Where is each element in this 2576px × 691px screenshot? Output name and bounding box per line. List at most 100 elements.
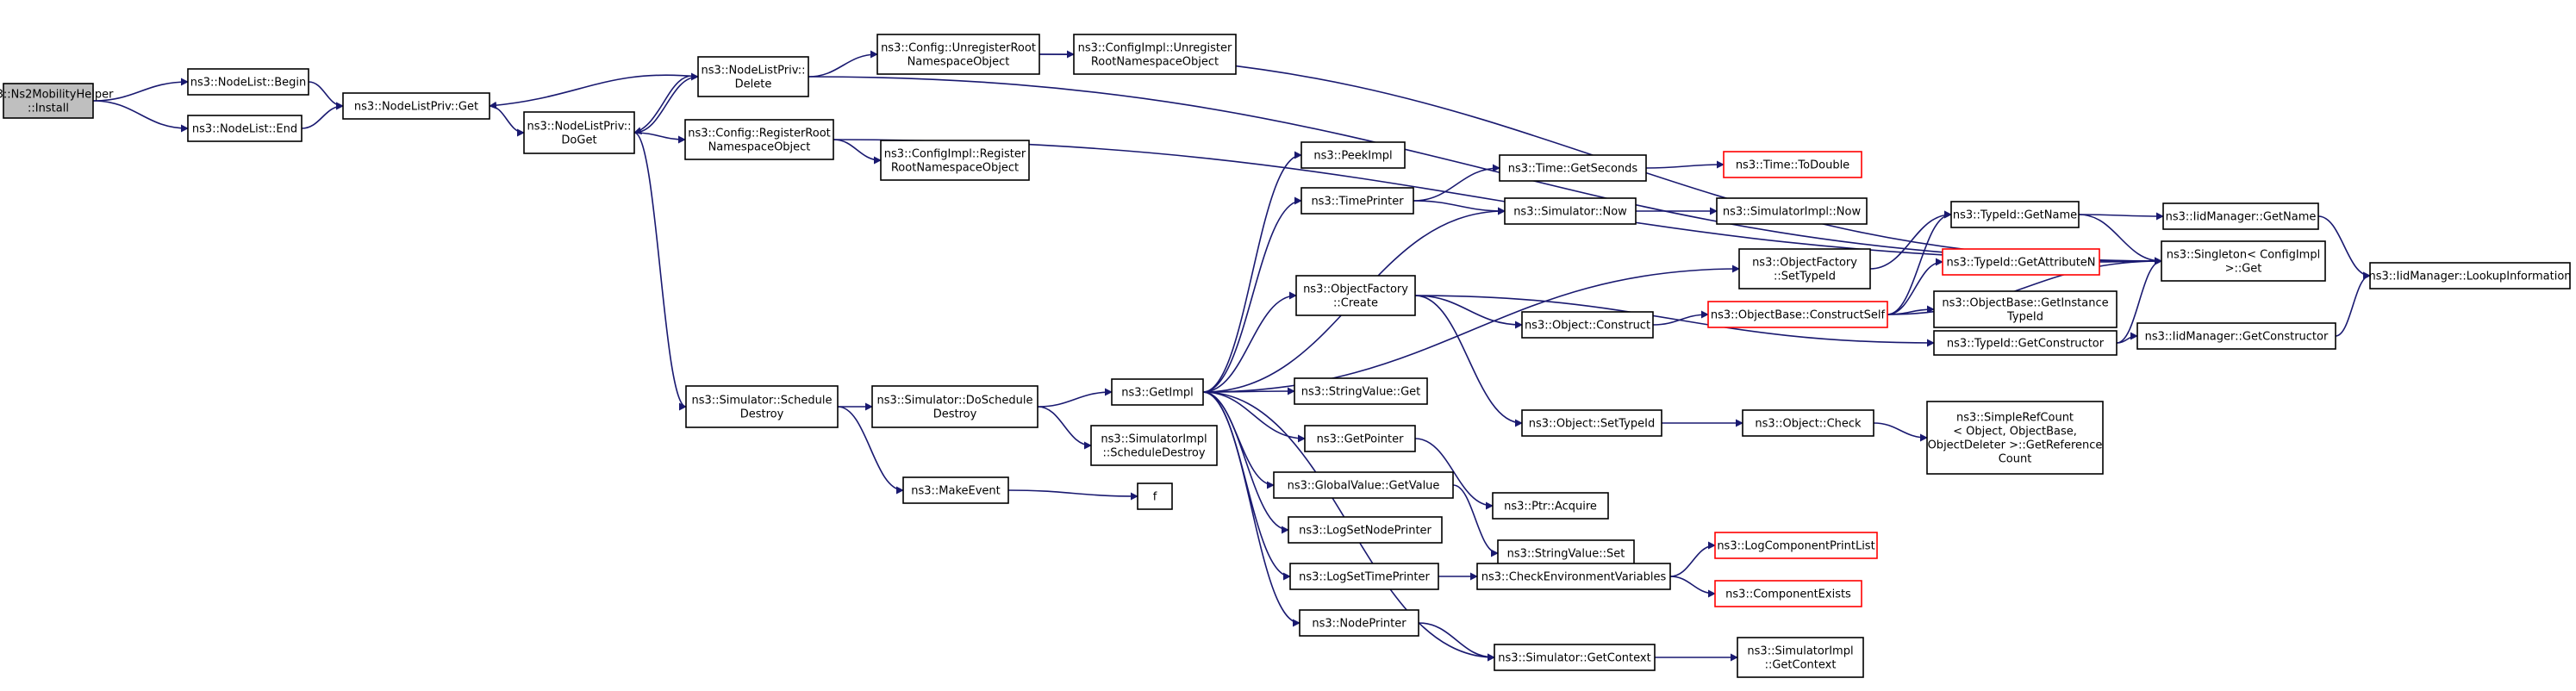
node-n22[interactable]: ns3::LogSetNodePrinter xyxy=(1288,516,1443,544)
node-n33[interactable]: ns3::TypeId::GetName xyxy=(1950,201,2080,228)
node-box[interactable] xyxy=(1304,425,1416,452)
node-box[interactable] xyxy=(697,56,809,97)
node-box[interactable] xyxy=(1742,409,1874,437)
node-box[interactable] xyxy=(187,68,309,96)
node-n34[interactable]: ns3::TypeId::GetAttributeN xyxy=(1942,248,2100,276)
node-box[interactable] xyxy=(1300,187,1414,215)
node-n40[interactable]: ns3::StringValue::Set xyxy=(1497,539,1635,567)
node-box[interactable] xyxy=(1137,482,1173,510)
node-box[interactable] xyxy=(1288,516,1443,544)
node-box[interactable] xyxy=(1521,311,1654,339)
node-n1[interactable]: ns3::NodeList::Begin xyxy=(187,68,309,96)
node-box[interactable] xyxy=(1300,141,1406,169)
node-box[interactable] xyxy=(1497,539,1635,567)
node-n14[interactable]: ns3::GetImpl xyxy=(1111,378,1204,406)
node-n5[interactable]: ns3::NodeListPriv::Delete xyxy=(697,56,809,97)
node-box[interactable] xyxy=(342,92,490,120)
node-n45[interactable]: ns3::SimulatorImpl::GetContext xyxy=(1737,637,1864,678)
node-box[interactable] xyxy=(1926,401,2104,475)
node-box[interactable] xyxy=(1723,151,1862,178)
node-box[interactable] xyxy=(1716,197,1868,225)
node-n3[interactable]: ns3::NodeListPriv::Get xyxy=(342,92,490,120)
node-box[interactable] xyxy=(1289,563,1439,590)
node-box[interactable] xyxy=(1295,275,1416,316)
node-box[interactable] xyxy=(880,140,1030,181)
node-n24[interactable]: ns3::NodePrinter xyxy=(1299,609,1419,637)
node-box[interactable] xyxy=(2161,240,2326,282)
node-n36[interactable]: ns3::TypeId::GetConstructor xyxy=(1933,330,2118,356)
node-n18[interactable]: ns3::ObjectFactory::Create xyxy=(1295,275,1416,316)
node-box[interactable] xyxy=(1707,301,1888,328)
node-n16[interactable]: ns3::PeekImpl xyxy=(1300,141,1406,169)
node-box[interactable] xyxy=(1476,563,1671,590)
node-box[interactable] xyxy=(685,385,839,428)
node-box[interactable] xyxy=(1942,248,2100,276)
node-n23[interactable]: ns3::LogSetTimePrinter xyxy=(1289,563,1439,590)
node-n21[interactable]: ns3::GlobalValue::GetValue xyxy=(1273,471,1454,499)
node-box[interactable] xyxy=(1933,290,2118,328)
node-n2[interactable]: ns3::NodeList::End xyxy=(187,115,303,142)
node-n8[interactable]: ns3::ConfigImpl::UnregisterRootNamespace… xyxy=(1073,34,1237,75)
node-box[interactable] xyxy=(2369,262,2571,289)
node-box[interactable] xyxy=(902,476,1009,504)
node-n38[interactable]: ns3::SimpleRefCount< Object, ObjectBase,… xyxy=(1926,401,2104,475)
node-box[interactable] xyxy=(1521,409,1662,437)
node-n46[interactable]: ns3::Singleton< ConfigImpl >::Get xyxy=(2161,240,2326,282)
node-n19[interactable]: ns3::StringValue::Get xyxy=(1294,377,1428,405)
node-n27[interactable]: ns3::Time::ToDouble xyxy=(1723,151,1862,178)
node-box[interactable] xyxy=(1111,378,1204,406)
node-n7[interactable]: ns3::Config::UnregisterRootNamespaceObje… xyxy=(876,34,1040,75)
node-box[interactable] xyxy=(1273,471,1454,499)
node-box[interactable] xyxy=(1933,330,2118,356)
node-box[interactable] xyxy=(1504,197,1637,225)
node-box[interactable] xyxy=(1492,492,1609,520)
node-box[interactable] xyxy=(871,385,1039,428)
node-n13[interactable]: f xyxy=(1137,482,1173,510)
node-n41[interactable]: ns3::CheckEnvironmentVariables xyxy=(1476,563,1671,590)
node-n49[interactable]: ns3::IidManager::LookupInformation xyxy=(2368,262,2572,289)
node-n15[interactable]: ns3::SimulatorImpl::ScheduleDestroy xyxy=(1090,425,1218,466)
node-box[interactable] xyxy=(1950,201,2080,228)
node-n10[interactable]: ns3::Simulator::ScheduleDestroy xyxy=(685,385,839,428)
node-n48[interactable]: ns3::IidManager::GetConstructor xyxy=(2136,322,2336,350)
node-n26[interactable]: ns3::Simulator::Now xyxy=(1504,197,1637,225)
node-n20[interactable]: ns3::GetPointer xyxy=(1304,425,1416,452)
node-box[interactable] xyxy=(1090,425,1218,466)
node-box[interactable] xyxy=(876,34,1040,75)
node-box[interactable] xyxy=(1738,248,1871,289)
node-n29[interactable]: ns3::ObjectFactory::SetTypeId xyxy=(1738,248,1871,289)
node-n43[interactable]: ns3::ComponentExists xyxy=(1714,580,1862,607)
node-box[interactable] xyxy=(2162,202,2319,230)
node-n31[interactable]: ns3::Object::SetTypeId xyxy=(1521,409,1662,437)
node-box[interactable] xyxy=(684,119,834,160)
node-n28[interactable]: ns3::SimulatorImpl::Now xyxy=(1716,197,1868,225)
node-n0[interactable]: ns3::Ns2MobilityHelper::Install xyxy=(0,83,114,119)
node-n39[interactable]: ns3::Ptr::Acquire xyxy=(1492,492,1609,520)
node-box[interactable] xyxy=(1714,580,1862,607)
node-box[interactable] xyxy=(1294,377,1428,405)
node-n12[interactable]: ns3::MakeEvent xyxy=(902,476,1009,504)
node-n37[interactable]: ns3::Object::Check xyxy=(1742,409,1874,437)
node-box[interactable] xyxy=(187,115,303,142)
node-box[interactable] xyxy=(523,111,635,154)
node-n17[interactable]: ns3::TimePrinter xyxy=(1300,187,1414,215)
node-box[interactable] xyxy=(2136,322,2336,350)
node-n4[interactable]: ns3::NodeListPriv::DoGet xyxy=(523,111,635,154)
node-n42[interactable]: ns3::LogComponentPrintList xyxy=(1714,532,1878,559)
node-n44[interactable]: ns3::Simulator::GetContext xyxy=(1494,644,1656,671)
node-n47[interactable]: ns3::IidManager::GetName xyxy=(2162,202,2319,230)
node-box[interactable] xyxy=(1494,644,1656,671)
node-n9[interactable]: ns3::ConfigImpl::RegisterRootNamespaceOb… xyxy=(880,140,1030,181)
node-n32[interactable]: ns3::ObjectBase::ConstructSelf xyxy=(1707,301,1888,328)
node-box[interactable] xyxy=(1714,532,1878,559)
node-box[interactable] xyxy=(1299,609,1419,637)
node-box[interactable] xyxy=(1737,637,1864,678)
node-box[interactable] xyxy=(1499,154,1647,182)
node-n25[interactable]: ns3::Time::GetSeconds xyxy=(1499,154,1647,182)
node-box[interactable] xyxy=(1073,34,1237,75)
node-box[interactable] xyxy=(3,83,94,119)
node-n30[interactable]: ns3::Object::Construct xyxy=(1521,311,1654,339)
